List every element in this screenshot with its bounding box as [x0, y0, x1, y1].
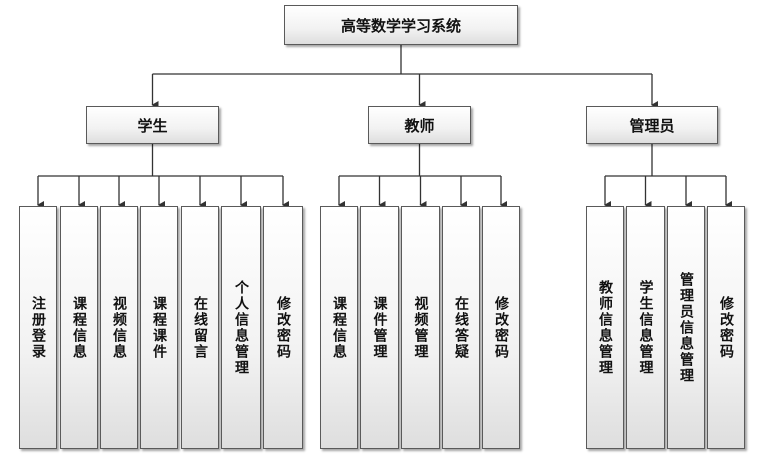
leaf-label: 修改密码 [275, 295, 291, 360]
leaf-label: 视频管理 [412, 295, 429, 360]
leaf-label: 在线答疑 [453, 295, 469, 360]
leaf-node: 管理员信息管理 [667, 206, 705, 449]
leaf-node: 教师信息管理 [586, 206, 624, 449]
leaf-label: 课程信息 [71, 295, 87, 360]
leaf-node: 注册登录 [19, 206, 57, 449]
group-label-admin: 管理员 [629, 116, 675, 135]
leaf-label: 注册登录 [30, 295, 46, 360]
leaf-label: 课程信息 [331, 295, 347, 360]
leaf-node: 在线答疑 [442, 206, 480, 449]
leaf-node: 个人信息管理 [221, 206, 261, 449]
leaf-node: 在线留言 [181, 206, 219, 449]
group-node-student: 学生 [86, 106, 219, 144]
leaf-label: 在线留言 [192, 295, 208, 360]
leaf-label: 学生信息管理 [637, 279, 654, 376]
leaf-node: 课程信息 [320, 206, 358, 449]
leaf-label: 个人信息管理 [233, 279, 249, 376]
group-node-admin: 管理员 [586, 106, 718, 144]
leaf-label: 教师信息管理 [597, 279, 613, 376]
leaf-label: 修改密码 [493, 295, 509, 360]
leaf-label: 管理员信息管理 [678, 271, 694, 384]
leaf-label: 修改密码 [718, 295, 734, 360]
leaf-node: 课程课件 [140, 206, 178, 449]
leaf-node: 修改密码 [482, 206, 520, 449]
root-node-label: 高等数学学习系统 [340, 16, 461, 35]
root-node-box: 高等数学学习系统 [284, 5, 518, 45]
leaf-label: 课件管理 [371, 295, 388, 360]
leaf-node: 视频信息 [100, 206, 138, 449]
leaf-node: 课件管理 [360, 206, 399, 449]
group-label-teacher: 教师 [404, 116, 435, 135]
group-label-student: 学生 [137, 116, 168, 135]
leaf-node: 修改密码 [707, 206, 745, 449]
leaf-node: 视频管理 [401, 206, 440, 449]
leaf-node: 学生信息管理 [626, 206, 665, 449]
leaf-node: 修改密码 [263, 206, 303, 449]
leaf-label: 视频信息 [111, 295, 127, 360]
leaf-node: 课程信息 [60, 206, 98, 449]
leaf-label: 课程课件 [151, 295, 167, 360]
group-node-teacher: 教师 [368, 106, 471, 144]
